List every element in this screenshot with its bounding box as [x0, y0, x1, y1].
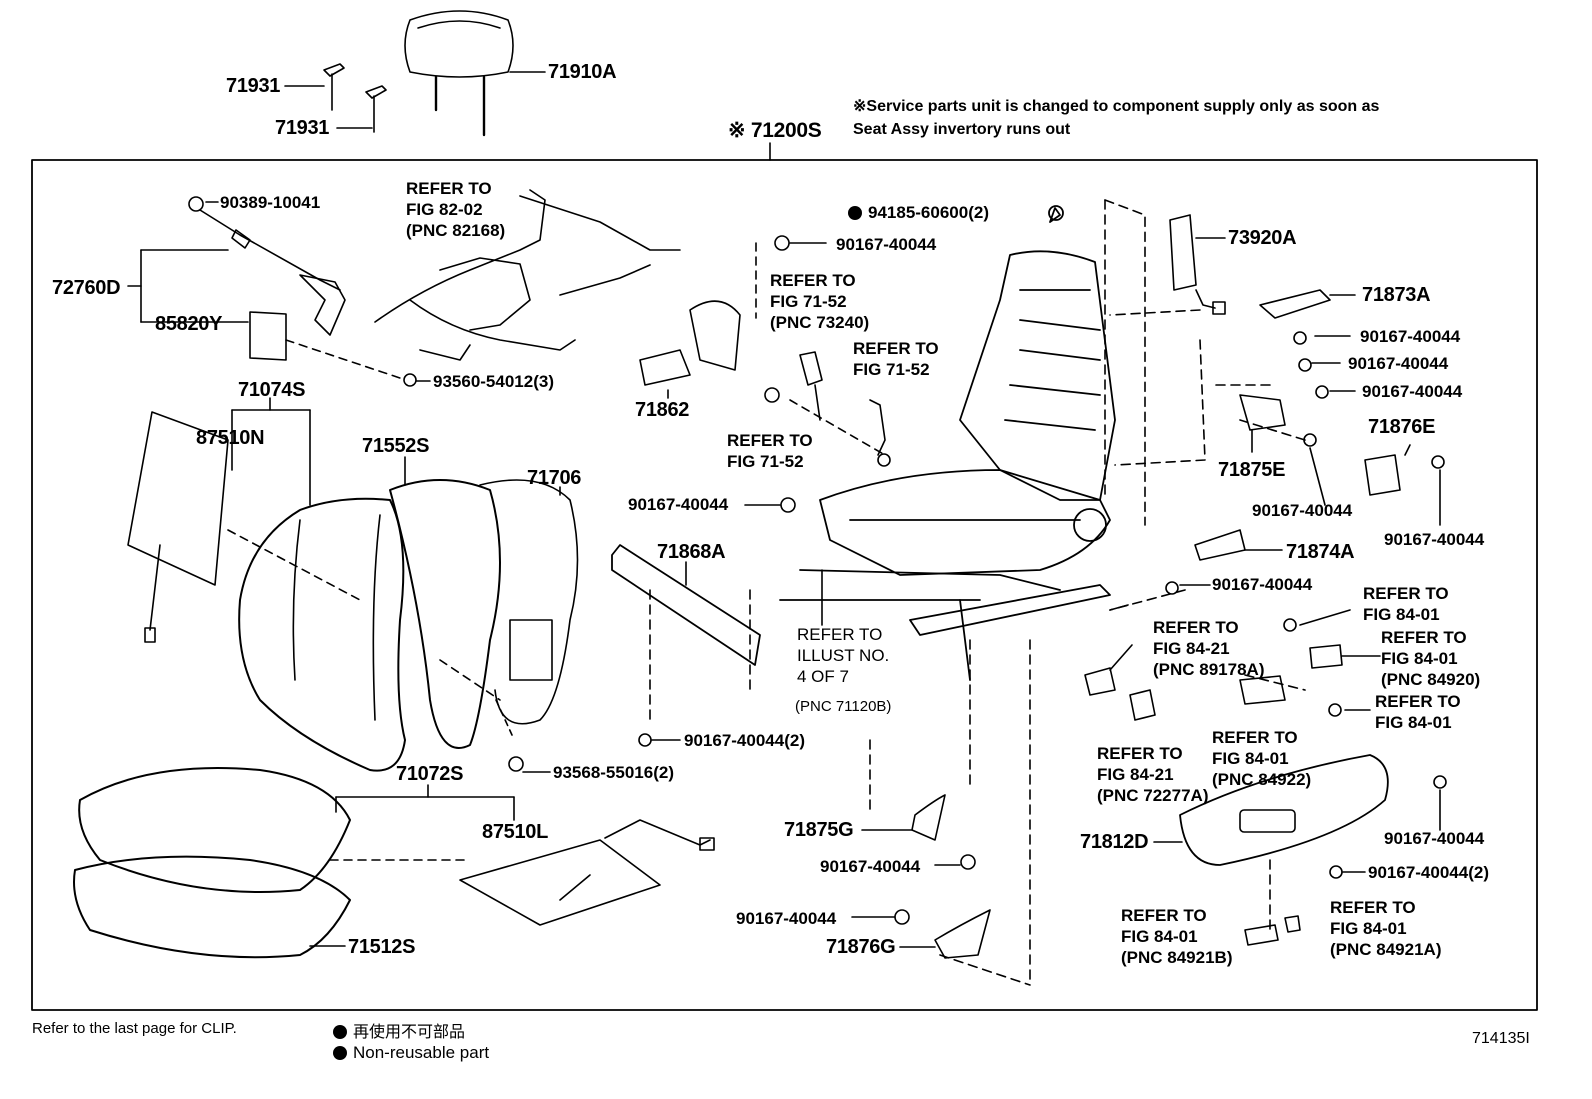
part-label: 71812D	[1080, 831, 1149, 853]
part-label: 94185-60600(2)	[848, 204, 989, 221]
back-board-drawing	[127, 397, 361, 643]
refer-callout: REFER TO FIG 71-52	[853, 339, 939, 379]
headrest-drawing	[404, 10, 546, 137]
seatback-cover-drawing	[238, 497, 406, 772]
part-label: 72760D	[52, 277, 121, 299]
refer-callout: REFER TO FIG 84-01 (PNC 84921B)	[1121, 906, 1233, 967]
seatback-pad-drawing	[389, 456, 579, 773]
part-label: 90167-40044(2)	[684, 731, 805, 750]
assembly-label: ※ 71200S	[728, 119, 822, 142]
part-label: 73920A	[1228, 227, 1297, 249]
refer-callout: REFER TO FIG 84-01 (PNC 84922)	[1212, 728, 1312, 789]
part-label: 71862	[635, 399, 690, 421]
refer-callout: REFER TO ILLUST NO. 4 OF 7	[797, 625, 890, 686]
clip-note: Refer to the last page for CLIP.	[32, 1020, 237, 1037]
side-parts-drawing	[1169, 214, 1445, 526]
part-label: 87510N	[196, 427, 265, 449]
part-label: 71874A	[1286, 541, 1355, 563]
seat-cushion-drawing	[73, 767, 515, 959]
refer-callout: REFER TO FIG 71-52	[727, 431, 813, 471]
note-line-2: Seat Assy invertory runs out	[853, 121, 1071, 138]
part-label: 90167-40044	[1348, 354, 1449, 373]
part-label: 71875E	[1218, 459, 1286, 481]
part-label: 71072S	[396, 763, 464, 785]
frame-guides	[649, 199, 1306, 986]
seat-mat-drawing	[459, 819, 715, 926]
legend-jp-text: 再使用不可部品	[353, 1024, 466, 1041]
refer-callout: REFER TO FIG 84-01 (PNC 84921A)	[1330, 898, 1442, 959]
lumbar-cable-drawing	[127, 196, 431, 387]
front-shield-drawing	[851, 754, 1447, 959]
wire-harness-drawing	[374, 189, 681, 361]
part-label: 71876G	[826, 936, 896, 958]
assembly-frame	[31, 159, 1538, 1011]
headrest-guide-drawing	[284, 63, 387, 133]
non-reusable-dot	[333, 1025, 347, 1039]
part-label: 85820Y	[155, 313, 223, 335]
part-label: 90167-40044	[1252, 501, 1353, 520]
part-label: 90167-40044	[736, 909, 837, 928]
part-label: 90167-40044	[1212, 575, 1313, 594]
part-label: 87510L	[482, 821, 549, 843]
part-label: 71931	[275, 117, 330, 139]
part-label: 71876E	[1368, 416, 1436, 438]
part-label-text: 94185-60600(2)	[868, 203, 989, 222]
part-label: 71512S	[348, 936, 416, 958]
part-label: 93560-54012(3)	[433, 372, 554, 391]
non-reusable-dot	[848, 206, 862, 220]
refer-callout: REFER TO FIG 84-01	[1375, 692, 1461, 732]
part-label: 71706	[527, 467, 582, 489]
legend-en-text: Non-reusable part	[353, 1043, 490, 1062]
seat-frame-drawing	[779, 205, 1116, 681]
part-label: 90167-40044(2)	[1368, 863, 1489, 882]
part-label: 71074S	[238, 379, 306, 401]
part-label: 90167-40044	[1384, 829, 1485, 848]
refer-callout: REFER TO FIG 82-02 (PNC 82168)	[406, 179, 506, 240]
legend-jp: 再使用不可部品	[333, 1018, 465, 1042]
part-label: 90167-40044	[820, 857, 921, 876]
part-label: 90167-40044	[628, 495, 729, 514]
refer-callout: REFER TO FIG 84-21 (PNC 72277A)	[1097, 744, 1209, 805]
refer-callout: REFER TO FIG 84-21 (PNC 89178A)	[1153, 618, 1265, 679]
refer-callout: REFER TO FIG 84-01	[1363, 584, 1449, 624]
part-label: 90167-40044	[1362, 382, 1463, 401]
part-label: 71868A	[657, 541, 726, 563]
lower-right-parts-drawing	[1084, 529, 1381, 721]
non-reusable-dot	[333, 1046, 347, 1060]
legend-en: Non-reusable part	[333, 1043, 489, 1063]
part-label: 71931	[226, 75, 281, 97]
belt-buckle-drawing	[639, 235, 891, 467]
refer-callout: REFER TO FIG 71-52 (PNC 73240)	[770, 271, 870, 332]
part-label: 90167-40044	[1384, 530, 1485, 549]
part-label: 90389-10041	[220, 193, 321, 212]
note-line-1: ※Service parts unit is changed to compon…	[853, 98, 1380, 115]
figure-code: 714135I	[1472, 1030, 1530, 1047]
part-label: 71875G	[784, 819, 854, 841]
side-shield-drawing	[611, 497, 796, 747]
refer-callout-pnc: (PNC 71120B)	[795, 698, 892, 715]
leaders	[821, 569, 1129, 626]
part-label: 93568-55016(2)	[553, 763, 674, 782]
part-label: 90167-40044	[836, 235, 937, 254]
part-label: 90167-40044	[1360, 327, 1461, 346]
part-label: 71552S	[362, 435, 430, 457]
part-label: 71910A	[548, 61, 617, 83]
refer-callout: REFER TO FIG 84-01 (PNC 84920)	[1381, 628, 1481, 689]
part-label: 71873A	[1362, 284, 1431, 306]
